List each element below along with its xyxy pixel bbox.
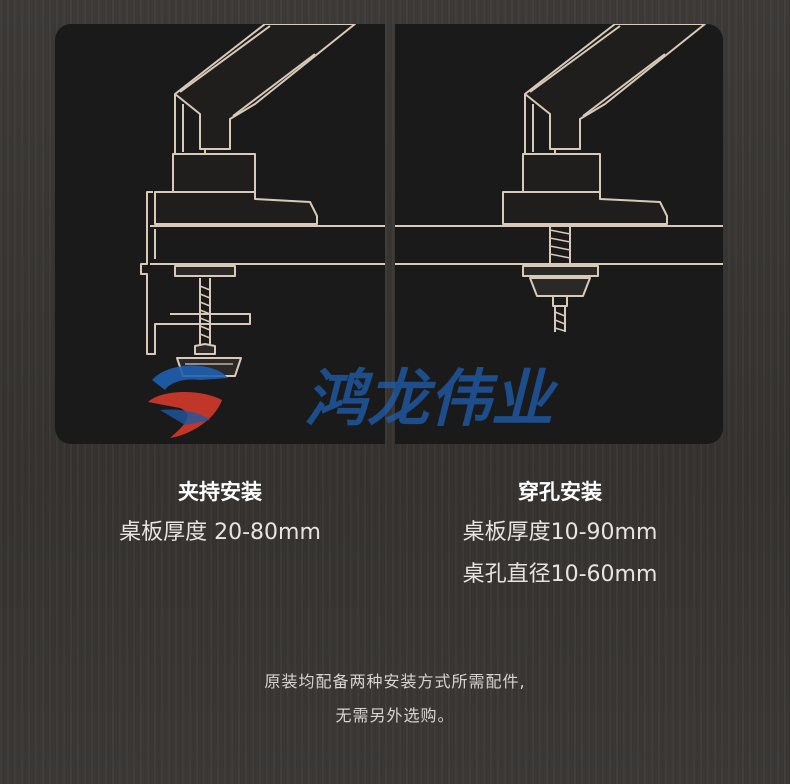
grommet-spec-hole: 桌孔直径10-60mm [462,562,658,587]
grommet-caption: 穿孔安装 桌板厚度10-90mm 桌孔直径10-60mm [395,476,725,588]
accessory-note-line2: 无需另外选购。 [335,706,455,725]
accessory-note-line1: 原装均配备两种安装方式所需配件, [264,672,526,691]
clamp-caption: 夹持安装 桌板厚度 20-80mm [55,476,385,546]
grommet-mount-illustration [395,24,723,444]
clamp-mount-drawing [140,24,385,377]
watermark-swirl-icon [148,365,228,438]
grommet-mount-drawing [395,24,723,332]
watermark-text: 鸿龙伟业 [305,362,559,435]
grommet-title: 穿孔安装 [518,480,602,504]
watermark-logo: 鸿龙伟业 [148,362,559,438]
clamp-spec: 桌板厚度 20-80mm [119,520,321,545]
clamp-title: 夹持安装 [178,480,262,504]
grommet-spec-thickness: 桌板厚度10-90mm [462,520,658,545]
